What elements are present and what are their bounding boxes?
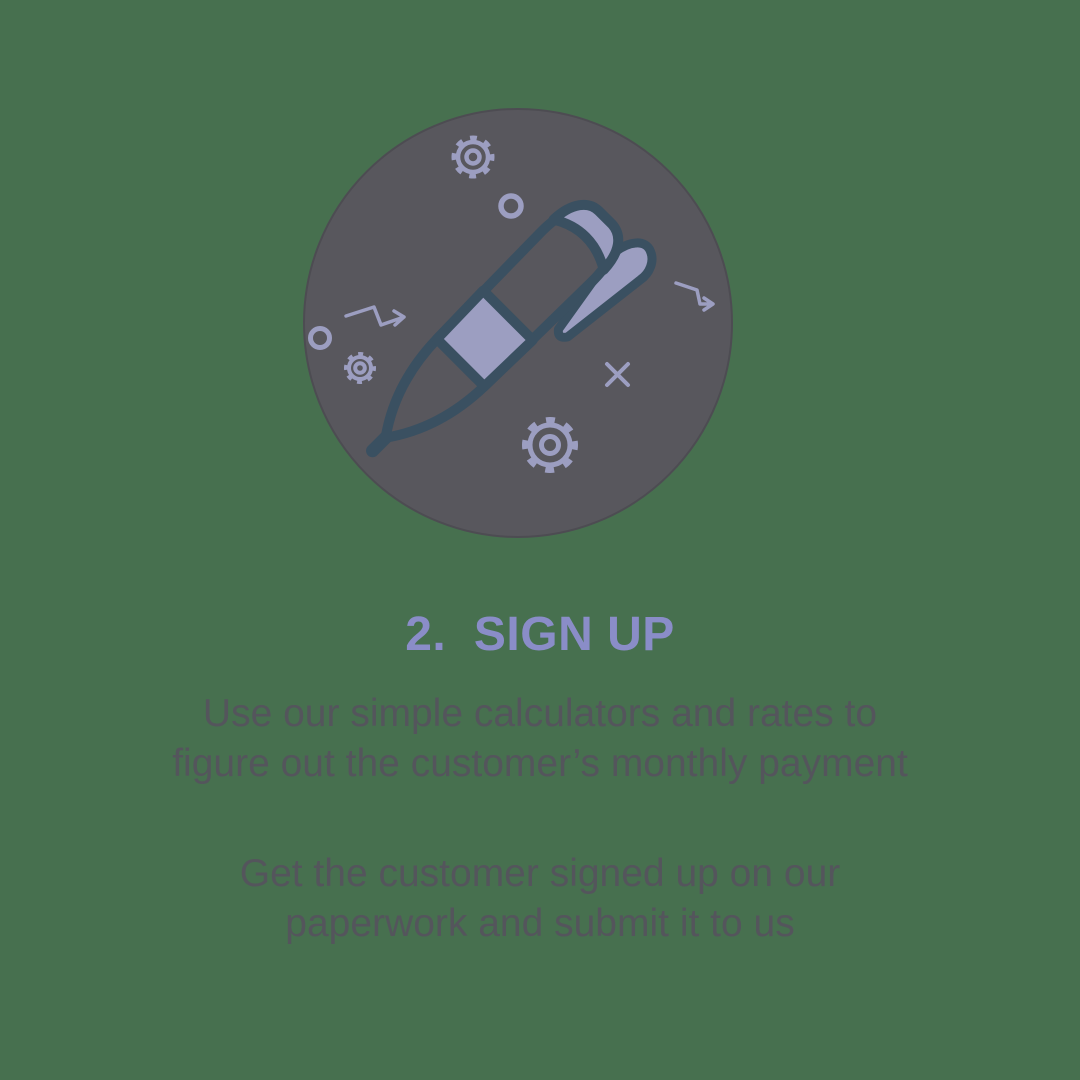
pen-cap <box>548 199 624 275</box>
zigzag-arrow-icon <box>344 305 406 327</box>
gear-icon <box>522 417 578 473</box>
zigzag-arrow-icon <box>674 281 715 312</box>
step-description-1: Use our simple calculators and rates to … <box>172 692 908 785</box>
step-illustration <box>303 108 733 538</box>
gear-icon <box>451 135 495 179</box>
pen-icon <box>366 199 657 458</box>
gear-icon <box>344 352 376 384</box>
x-mark-icon <box>605 362 630 387</box>
step-description-2: Get the customer signed up on our paperw… <box>239 852 841 945</box>
pen-grip <box>431 285 538 392</box>
step-title: 2. SIGN UP <box>405 608 675 661</box>
pen-clip <box>553 238 657 342</box>
ring-icon <box>308 326 332 350</box>
ring-icon <box>498 193 524 219</box>
